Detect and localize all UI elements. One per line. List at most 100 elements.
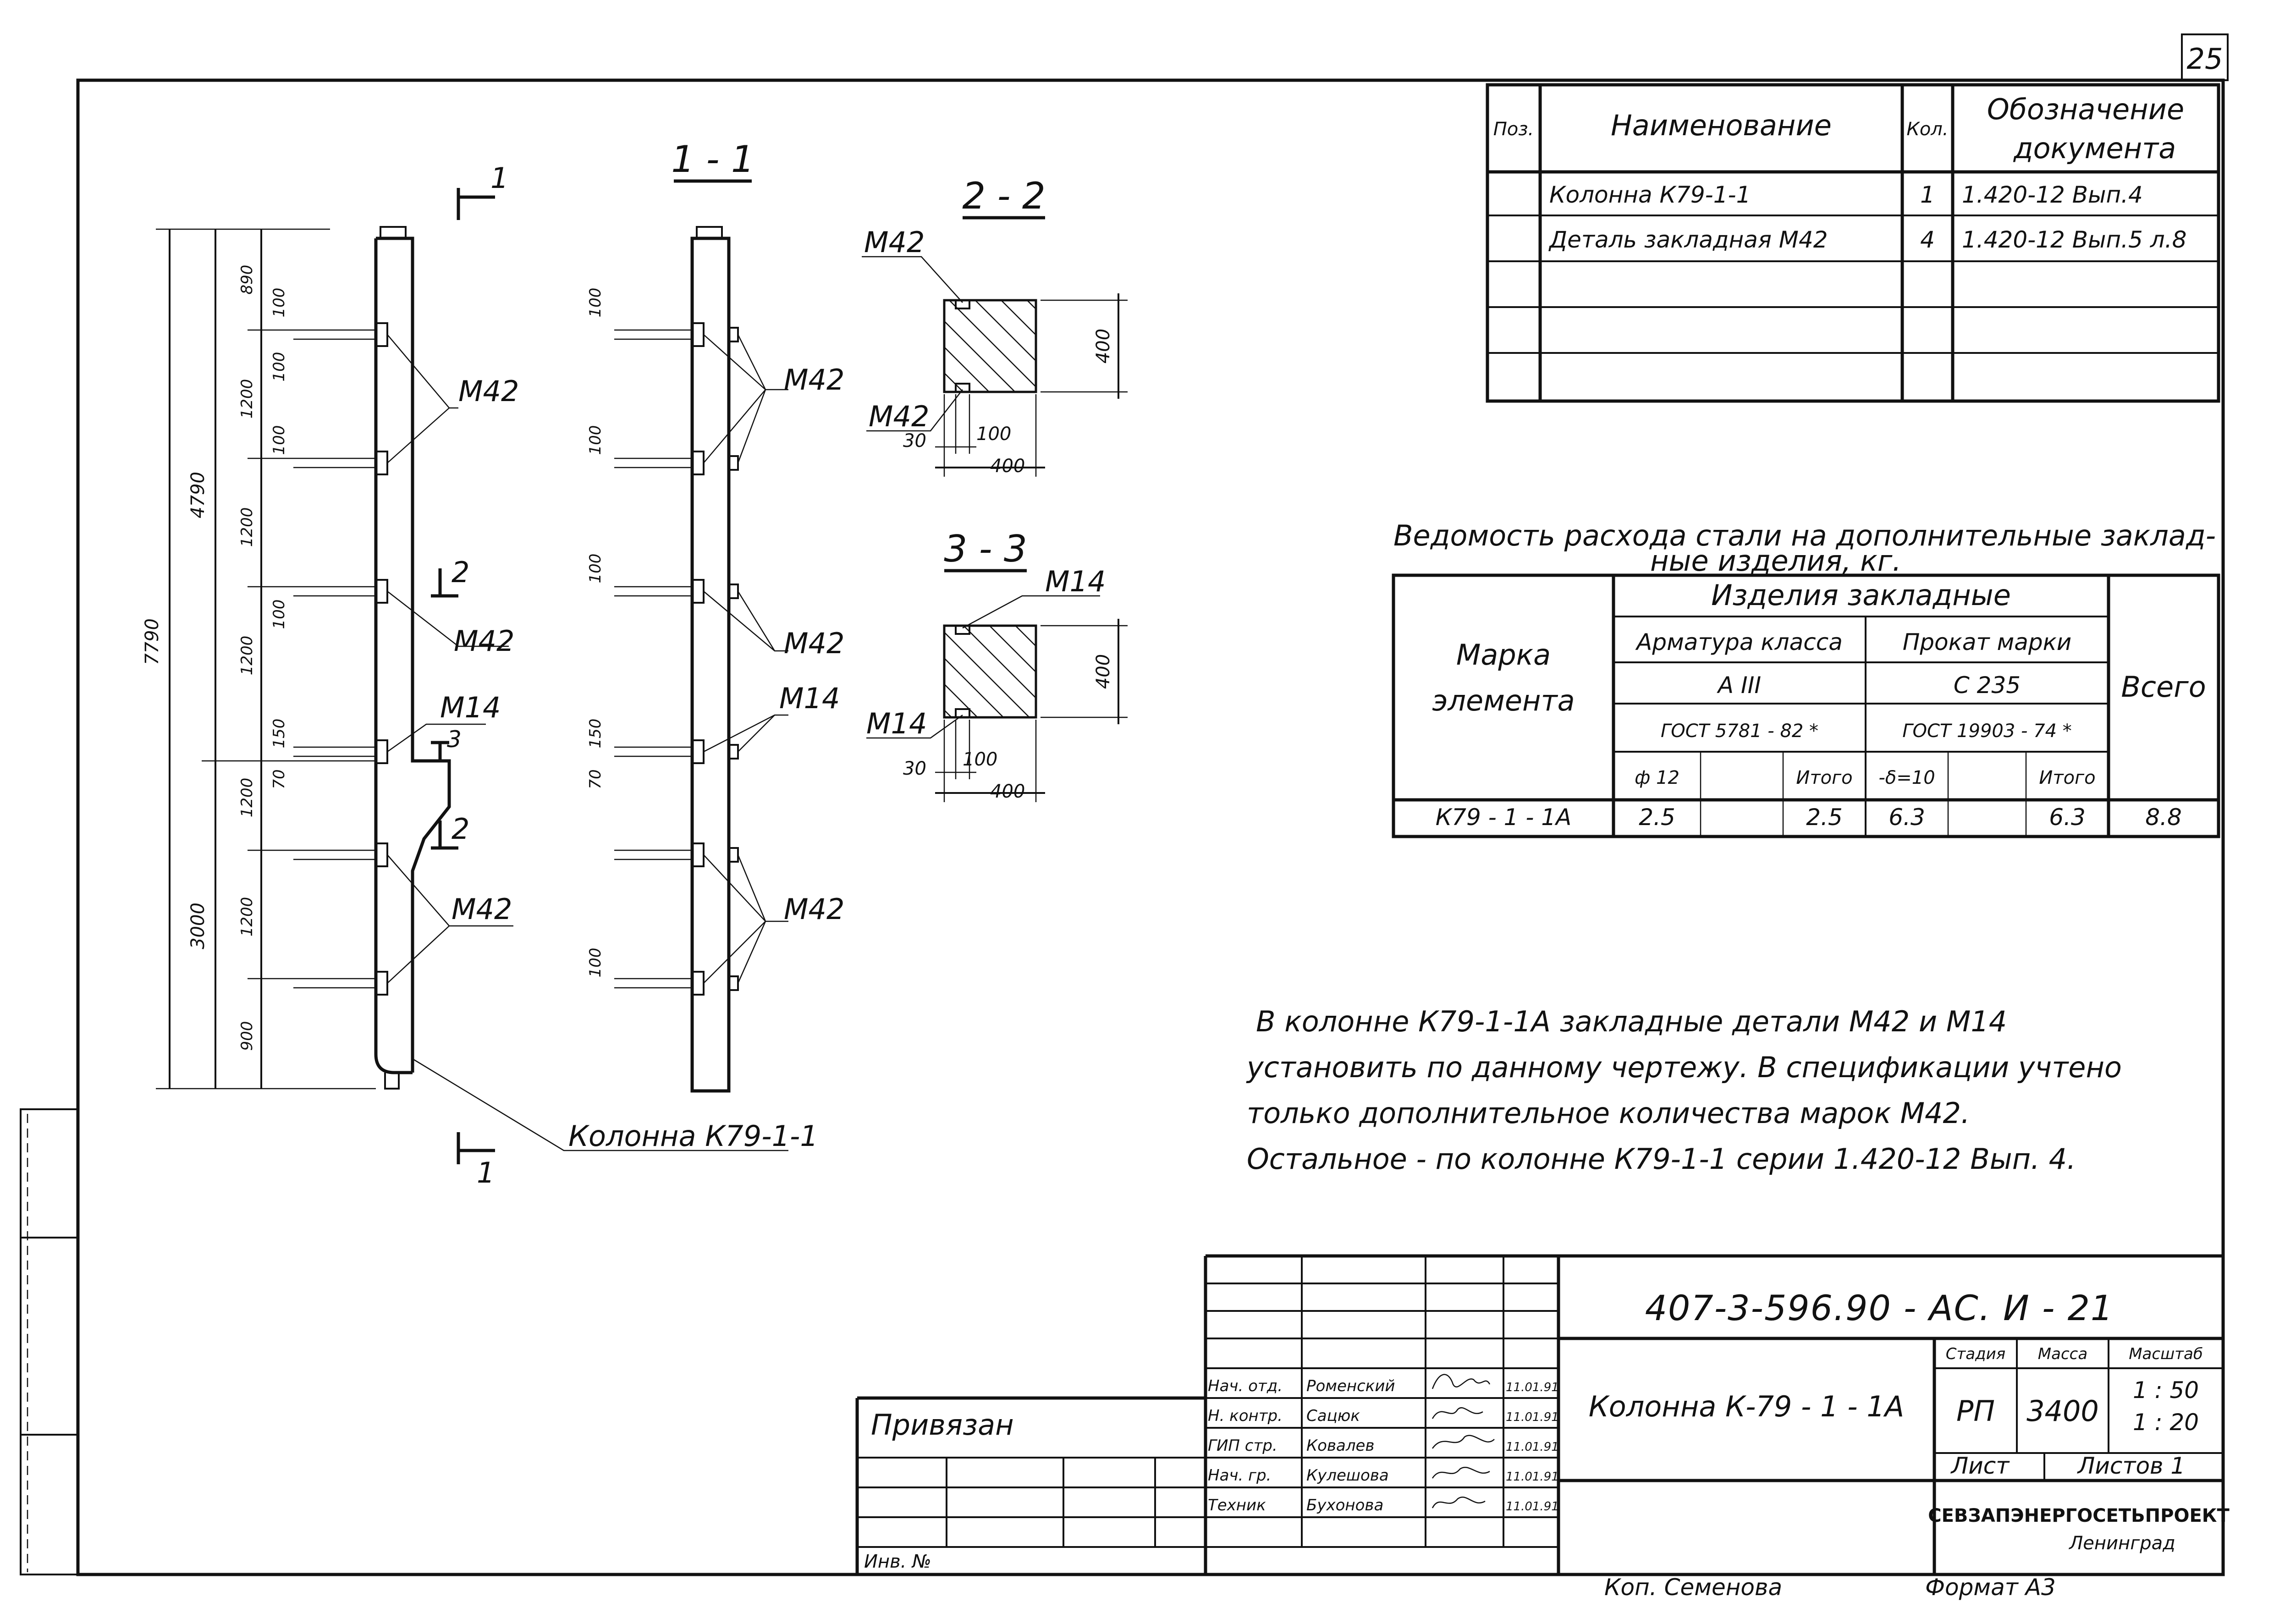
column-elevation: 7790 4790 3000 890 1200 1200 1200 1200 1… [142,161,818,1189]
tb-staff-date-2: 11.01.91 [1506,1410,1559,1424]
tb-staff-date-1: 11.01.91 [1506,1381,1559,1394]
spec-header-qty: Кол. [1906,119,1948,140]
tb-stage-label: Стадия [1946,1345,2005,1363]
tb-city: Ленинград [2068,1533,2175,1554]
spec-header-pos: Поз. [1493,119,1534,140]
sec22-label-m42-bottom: М42 [869,400,929,433]
tb-staff-role-2: Н. контр. [1208,1407,1283,1425]
tb-staff-name-1: Роменский [1306,1377,1395,1395]
tb-mass: 3400 [2026,1394,2099,1428]
dim-seg-1: 1200 [238,379,256,419]
steel-col-4: -δ=10 [1878,767,1935,788]
dim-total-3000: 3000 [187,903,209,949]
spec-row1-qty: 1 [1920,182,1935,208]
tb-bound: Привязан [871,1408,1014,1442]
sec33-dim-100: 100 [963,749,997,770]
spec-header-doc-1: Обозначение [1987,93,2184,126]
tb-staff-date-5: 11.01.91 [1506,1500,1559,1514]
sec11-dim-6: 100 [586,948,605,978]
section-3-3-title: 3 - 3 [944,528,1027,570]
steel-col-3: Итого [1796,767,1852,788]
steel-caption-1: Ведомость расхода стали на дополнительны… [1393,519,2216,552]
note-line-2: установить по данному чертежу. В специфи… [1246,1051,2122,1084]
spec-header-doc-2: документа [2013,132,2176,165]
dim-small-6: 70 [270,769,288,789]
steel-prokat-grade: С 235 [1954,672,2021,699]
dim-seg-5: 1200 [238,897,256,937]
steel-col-mark-2: элемента [1432,684,1575,717]
tb-staff-name-2: Сацюк [1306,1407,1360,1425]
steel-caption-2: ные изделия, кг. [1650,544,1901,578]
dim-small-1: 100 [270,288,288,318]
note-line-1: В колонне К79-1-1А закладные детали М42 … [1256,1005,2007,1038]
steel-prokat-gost: ГОСТ 19903 - 74 * [1902,721,2072,742]
title-block: 407-3-596.90 - АС. И - 21 Колонна К-79 -… [855,1254,2230,1601]
dim-small-5: 150 [270,719,288,749]
tb-drawing-title: Колонна К-79 - 1 - 1А [1589,1390,1904,1423]
steel-armature-gost: ГОСТ 5781 - 82 * [1661,721,1818,742]
dim-total-4790: 4790 [187,472,209,518]
sec22-dim-400-v: 400 [1093,329,1114,363]
steel-row-v6: 6.3 [2049,804,2086,831]
steel-col-mark-1: Марка [1456,638,1551,672]
label-m42-1: М42 [458,374,519,408]
tb-staff-name-3: Ковалев [1306,1437,1375,1455]
steel-row-mark: К79 - 1 - 1А [1436,804,1572,831]
spec-row1-doc: 1.420-12 Вып.4 [1962,182,2143,208]
sec11-dim-3: 100 [586,554,605,584]
tb-staff-name-4: Кулешова [1306,1466,1389,1485]
steel-group-header: Изделия закладные [1711,578,2011,612]
sec11-label-m42-3: М42 [784,892,844,926]
steel-row-v3: 2.5 [1806,804,1843,831]
tb-staff-role-5: Техник [1208,1496,1266,1514]
sec33-dim-30: 30 [903,758,926,779]
label-m14-1: М14 [440,691,501,724]
signatures [1432,1374,1495,1508]
tb-org: СЕВЗАПЭНЕРГОСЕТЬПРОЕКТ [1928,1505,2230,1526]
steel-col-6: Итого [2039,767,2095,788]
steel-sub-prokat: Прокат марки [1903,629,2072,655]
steel-row-total: 8.8 [2145,804,2182,831]
tb-format: Формат А3 [1925,1574,2056,1601]
embed-parts-section-1-1 [614,322,739,996]
sheet-number: 25 [2187,42,2223,76]
embed-parts-elevation [293,322,388,996]
tb-staff-date-3: 11.01.91 [1506,1440,1559,1454]
tb-staff-date-4: 11.01.91 [1506,1470,1559,1484]
steel-sub-armature: Арматура класса [1635,629,1843,655]
sec11-dim-2: 100 [586,425,605,455]
tb-staff-name-5: Бухонова [1306,1496,1383,1514]
cut-mark-1-bottom: 1 [477,1156,495,1189]
tb-staff-role-3: ГИП стр. [1208,1437,1277,1455]
section-1-1: 1 - 1 [586,138,844,1093]
dim-small-3: 100 [270,425,288,455]
tb-staff-role-4: Нач. гр. [1208,1466,1271,1485]
spec-row2-doc: 1.420-12 Вып.5 л.8 [1962,226,2186,253]
cut-mark-1-top: 1 [490,161,508,195]
dim-small-4: 100 [270,600,288,629]
label-m42-2: М42 [454,624,514,658]
cut-mark-2-b: 2 [451,812,469,846]
dim-seg-890: 890 [238,265,256,295]
steel-armature-class: А III [1717,672,1761,699]
cut-mark-3: 3 [447,726,462,753]
sec11-dim-1: 100 [586,288,605,318]
tb-sheets-label: Листов 1 [2077,1453,2185,1479]
sec33-label-m14-top: М14 [1045,565,1106,598]
steel-row-v1: 2.5 [1639,804,1675,831]
dim-seg-900: 900 [238,1021,256,1051]
tb-code: 407-3-596.90 - АС. И - 21 [1645,1288,2114,1328]
column-label: Колонна К79-1-1 [568,1119,818,1153]
dim-seg-3: 1200 [238,636,256,676]
sec33-dim-400-v: 400 [1093,654,1114,689]
spec-row2-qty: 4 [1920,226,1935,253]
steel-col-total: Всего [2121,670,2206,704]
sec33-dim-400-h: 400 [990,781,1025,802]
steel-table: Ведомость расхода стали на дополнительны… [1392,519,2220,838]
tb-sheet-label: Лист [1950,1453,2010,1479]
note-line-3: только дополнительное количества марок М… [1247,1096,1970,1130]
dim-seg-4: 1200 [238,778,256,818]
section-3-3: 3 - 3 М14 М14 400 400 100 30 [866,528,1128,802]
spec-header-name: Наименование [1611,109,1832,142]
